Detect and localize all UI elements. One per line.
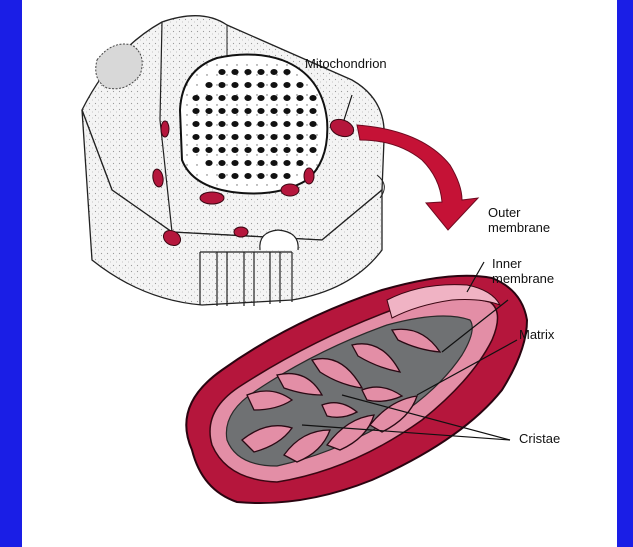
chromatin-spot xyxy=(192,147,199,153)
chromatin-spot xyxy=(218,134,225,140)
chromatin-spot xyxy=(283,160,290,166)
chromatin-spot xyxy=(192,134,199,140)
chromatin-spot xyxy=(309,95,316,101)
chromatin-spot xyxy=(218,160,225,166)
chromatin-spot xyxy=(257,69,264,75)
chromatin-spot xyxy=(270,134,277,140)
chromatin-spot xyxy=(244,108,251,114)
chromatin-spot xyxy=(296,108,303,114)
chromatin-spot xyxy=(231,160,238,166)
chromatin-spot xyxy=(257,95,264,101)
label-cristae: Cristae xyxy=(519,431,560,446)
chromatin-spot xyxy=(244,147,251,153)
chromatin-spot xyxy=(231,134,238,140)
chromatin-spot xyxy=(231,173,238,179)
chromatin-spot xyxy=(218,173,225,179)
chromatin-spot xyxy=(296,134,303,140)
chromatin-spot xyxy=(231,147,238,153)
chromatin-spot xyxy=(283,95,290,101)
chromatin-spot xyxy=(257,173,264,179)
chromatin-spot xyxy=(244,82,251,88)
chromatin-spot xyxy=(283,147,290,153)
chromatin-spot xyxy=(296,121,303,127)
chromatin-spot xyxy=(231,108,238,114)
chromatin-spot xyxy=(296,147,303,153)
chromatin-spot xyxy=(244,160,251,166)
chromatin-spot xyxy=(218,69,225,75)
label-outer-membrane: Outer membrane xyxy=(488,205,550,235)
chromatin-spot xyxy=(270,147,277,153)
chromatin-spot xyxy=(270,160,277,166)
chromatin-spot xyxy=(218,82,225,88)
chromatin-spot xyxy=(231,69,238,75)
chromatin-spot xyxy=(296,82,303,88)
chromatin-spot xyxy=(231,95,238,101)
chromatin-spot xyxy=(205,82,212,88)
label-matrix: Matrix xyxy=(519,327,554,342)
chromatin-spot xyxy=(270,173,277,179)
chromatin-spot xyxy=(244,121,251,127)
chromatin-spot xyxy=(309,134,316,140)
chromatin-spot xyxy=(257,147,264,153)
large-mitochondrion xyxy=(186,276,527,503)
label-mitochondrion: Mitochondrion xyxy=(305,56,387,71)
chromatin-spot xyxy=(296,95,303,101)
chromatin-spot xyxy=(205,147,212,153)
chromatin-spot xyxy=(270,82,277,88)
chromatin-spot xyxy=(205,160,212,166)
chromatin-spot xyxy=(283,121,290,127)
chromatin-spot xyxy=(244,69,251,75)
chromatin-spot xyxy=(296,160,303,166)
chromatin-spot xyxy=(283,82,290,88)
chromatin-spot xyxy=(205,95,212,101)
chromatin-spot xyxy=(192,95,199,101)
chromatin-spot xyxy=(205,108,212,114)
chromatin-spot xyxy=(218,147,225,153)
chromatin-spot xyxy=(309,147,316,153)
chromatin-spot xyxy=(283,108,290,114)
chromatin-spot xyxy=(231,121,238,127)
chromatin-spot xyxy=(257,121,264,127)
chromatin-spot xyxy=(218,95,225,101)
chromatin-spot xyxy=(231,82,238,88)
chromatin-spot xyxy=(309,108,316,114)
chromatin-spot xyxy=(257,82,264,88)
chromatin-spot xyxy=(257,160,264,166)
chromatin-spot xyxy=(192,108,199,114)
chromatin-spot xyxy=(283,173,290,179)
chromatin-spot xyxy=(270,95,277,101)
chromatin-spot xyxy=(270,69,277,75)
chromatin-spot xyxy=(283,134,290,140)
chromatin-spot xyxy=(218,108,225,114)
chromatin-spot xyxy=(244,173,251,179)
chromatin-spot xyxy=(257,134,264,140)
chromatin-spot xyxy=(205,134,212,140)
chromatin-spot xyxy=(192,121,199,127)
chromatin-spot xyxy=(244,134,251,140)
chromatin-spot xyxy=(283,69,290,75)
diagram-panel: Mitochondrion Outer membrane Inner membr… xyxy=(22,0,617,547)
label-inner-membrane: Inner membrane xyxy=(492,256,554,286)
chromatin-spot xyxy=(244,95,251,101)
chromatin-spot xyxy=(205,121,212,127)
chromatin-spot xyxy=(257,108,264,114)
chromatin-spot xyxy=(270,108,277,114)
chromatin-spot xyxy=(309,121,316,127)
chromatin-spot xyxy=(270,121,277,127)
chromatin-spot xyxy=(218,121,225,127)
